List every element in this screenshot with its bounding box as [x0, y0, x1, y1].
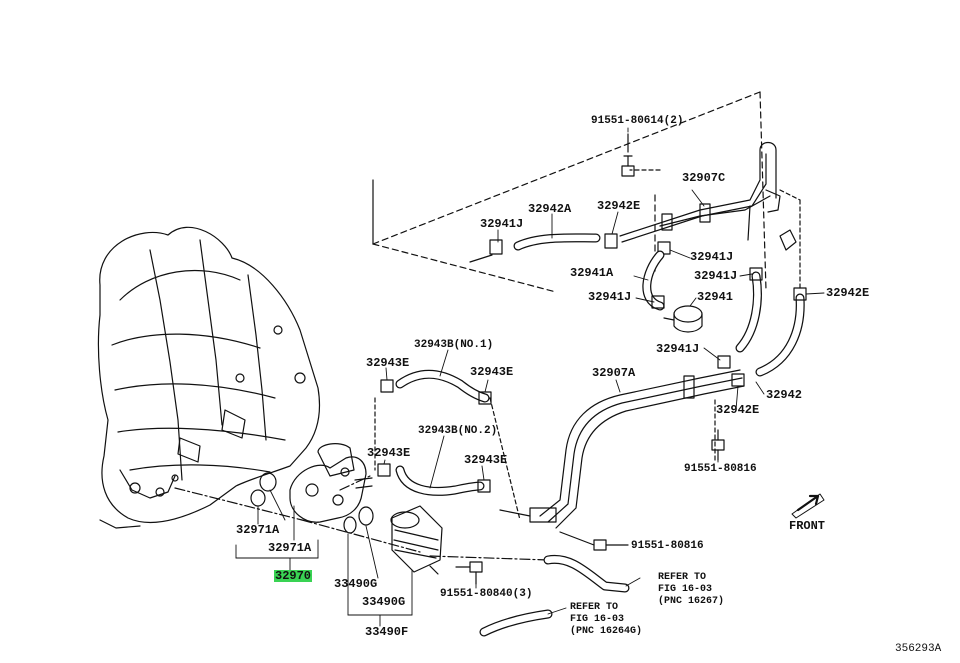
oil-cooler-bracket	[289, 443, 373, 523]
reference-lines	[174, 475, 549, 561]
label-91551-80816-a[interactable]: 91551-80816	[684, 463, 757, 475]
oil-cooler-33490f	[390, 505, 443, 575]
label-91551-80816-b[interactable]: 91551-80816	[631, 540, 704, 552]
o-ring-33490g-right	[358, 506, 374, 526]
clamp-32943e-3	[377, 463, 391, 477]
label-32941[interactable]: 32941	[697, 290, 734, 304]
front-label: FRONT	[789, 519, 826, 533]
label-32941j-r2[interactable]: 32941J	[694, 269, 738, 283]
leader-lines	[235, 127, 825, 627]
label-32942e-right[interactable]: 32942E	[826, 286, 870, 300]
o-ring-33490g-left	[343, 516, 357, 534]
o-ring-32971a-lower	[250, 489, 266, 507]
label-32942a[interactable]: 32942A	[528, 202, 572, 216]
label-32970[interactable]: 32970	[274, 569, 313, 583]
label-91551-80614[interactable]: 91551-80614(2)	[591, 115, 684, 127]
label-32943e-3[interactable]: 32943E	[367, 446, 411, 460]
label-33490g-1[interactable]: 33490G	[334, 577, 378, 591]
refer-16267-line1: REFER TO	[658, 572, 707, 583]
front-arrow-icon	[791, 493, 825, 519]
label-33490g-2[interactable]: 33490G	[362, 595, 406, 609]
dashed-boundary	[372, 91, 767, 293]
pipe-32907c	[619, 141, 781, 243]
bolt-91551-80614	[621, 133, 635, 177]
label-91551-80840[interactable]: 91551-80840(3)	[440, 588, 533, 600]
union-32941	[663, 305, 703, 333]
bolt-91551-80816-lower	[559, 531, 629, 551]
label-32941j-r3[interactable]: 32941J	[588, 290, 632, 304]
pipe-32907a	[499, 369, 745, 529]
refer-16264g-line3: (PNC 16264G)	[570, 626, 643, 637]
pipe-stub-left	[469, 254, 493, 263]
label-32941j-r4[interactable]: 32941J	[656, 342, 700, 356]
clamp-32943e-1	[380, 379, 394, 393]
o-ring-32971a-upper	[259, 472, 277, 492]
bracket-small	[779, 229, 797, 251]
label-33490f[interactable]: 33490F	[365, 625, 409, 639]
bolt-91551-80816-upper	[711, 429, 725, 461]
refer-16264g-line2: FIG 16-03	[570, 614, 625, 625]
clamp-32941j-left	[489, 239, 503, 255]
label-32943e-2[interactable]: 32943E	[470, 365, 514, 379]
label-32941j-r1[interactable]: 32941J	[690, 250, 734, 264]
refer-16264g-line1: REFER TO	[570, 602, 619, 613]
label-32943e-1[interactable]: 32943E	[366, 356, 410, 370]
label-32943b-no1[interactable]: 32943B(NO.1)	[414, 339, 494, 351]
label-32942e-top[interactable]: 32942E	[597, 199, 641, 213]
label-32971a-1[interactable]: 32971A	[236, 523, 280, 537]
label-32941a[interactable]: 32941A	[570, 266, 614, 280]
transmission-housing	[97, 226, 321, 529]
bolt-91551-80840	[455, 561, 483, 585]
label-32971a-2[interactable]: 32971A	[268, 541, 312, 555]
label-32907c[interactable]: 32907C	[682, 171, 726, 185]
refer-16267-line2: FIG 16-03	[658, 584, 713, 595]
clamp-32942e-top	[604, 233, 618, 249]
clamp-32941j-r4	[717, 355, 731, 369]
label-32943e-4[interactable]: 32943E	[464, 453, 508, 467]
label-32941j-left[interactable]: 32941J	[480, 217, 524, 231]
label-32943b-no2[interactable]: 32943B(NO.2)	[418, 425, 498, 437]
label-32942[interactable]: 32942	[766, 388, 803, 402]
label-32907a[interactable]: 32907A	[592, 366, 636, 380]
refer-16267-line3: (PNC 16267)	[658, 596, 725, 607]
label-32942e-low[interactable]: 32942E	[716, 403, 760, 417]
diagram-id: 356293A	[895, 643, 942, 655]
